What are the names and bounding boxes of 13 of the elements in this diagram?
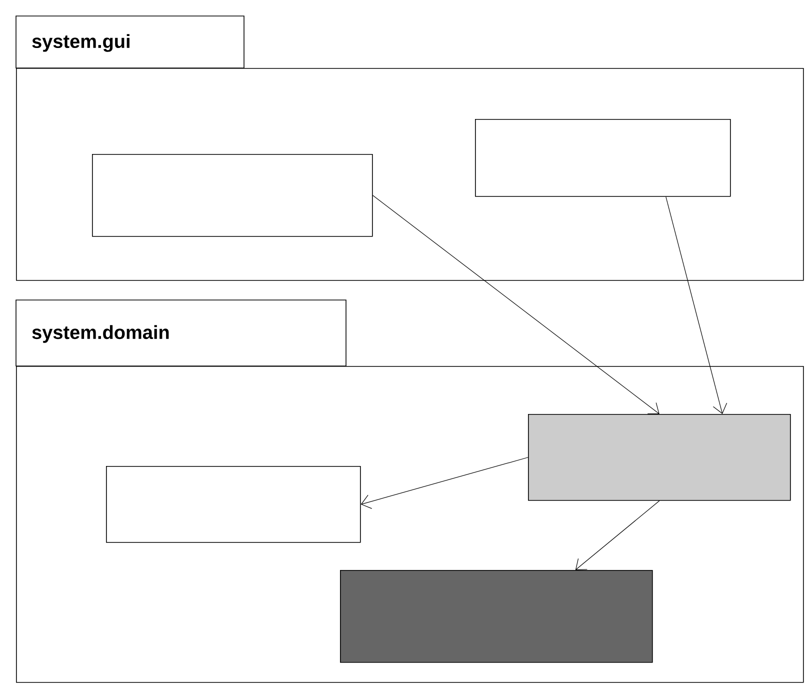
node-label: system.domain [32,325,169,343]
class-box [340,570,653,663]
class-box [92,154,373,237]
class-box [528,414,791,501]
arrow [372,195,660,414]
arrow [575,500,660,570]
package-frame: system.gui [16,16,804,281]
arrow [360,457,528,509]
node-label: system.gui [32,34,130,52]
package-frame: system.domain [16,300,804,683]
arrow [666,196,728,414]
class-box [475,119,731,197]
class-box [106,466,361,543]
